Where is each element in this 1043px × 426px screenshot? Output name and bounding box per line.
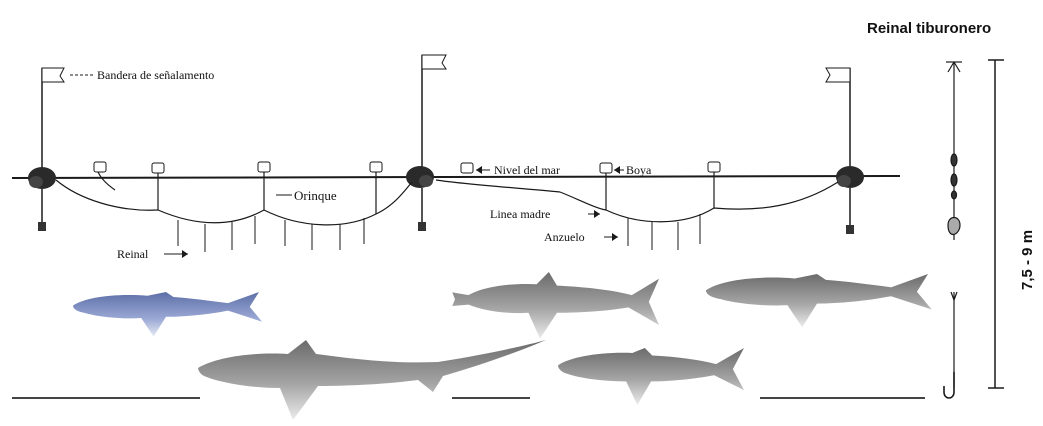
buoy-cluster (406, 166, 434, 231)
hook-label: Anzuelo (544, 230, 585, 244)
flag-icon (422, 55, 446, 175)
length-indicator (988, 60, 1004, 388)
shark-icon (73, 292, 262, 337)
flag-icon (42, 68, 64, 175)
buoy-cluster (836, 166, 864, 234)
sea-level-label: Nivel del mar (494, 163, 560, 177)
anchor-weight-icon (38, 222, 46, 231)
buoy-icon (461, 163, 473, 173)
swivel-icon (951, 154, 957, 199)
shark-icon (452, 272, 659, 339)
flag-label: Bandera de señalamento (97, 68, 214, 82)
branch-line-label: Reinal (117, 247, 149, 261)
main-line-label: Linea madre (490, 207, 550, 221)
buoy-icon (258, 162, 270, 172)
anchor-weight-icon (846, 225, 854, 234)
length-label: 7,5 - 9 m (1019, 230, 1036, 290)
shark-icon (558, 348, 744, 405)
anchor-weight-icon (418, 222, 426, 231)
buoy-cluster (28, 167, 56, 231)
buoy-icon (94, 162, 106, 172)
main-line (56, 172, 838, 225)
buoy-icon (600, 163, 612, 173)
branch-line-detail (944, 62, 962, 398)
hook-icon (944, 372, 954, 398)
float-line-label: Orinque (294, 188, 337, 203)
diagram-title: Reinal tiburonero (867, 20, 991, 37)
flag-icon (826, 68, 850, 175)
shark-icon (706, 274, 932, 327)
buoy-icon (152, 163, 164, 173)
sea-surface-line (12, 176, 900, 178)
buoy-icon (708, 162, 720, 172)
buoy-label: Boya (626, 163, 652, 177)
buoy-icon (370, 162, 382, 172)
shark-icon (198, 340, 546, 420)
